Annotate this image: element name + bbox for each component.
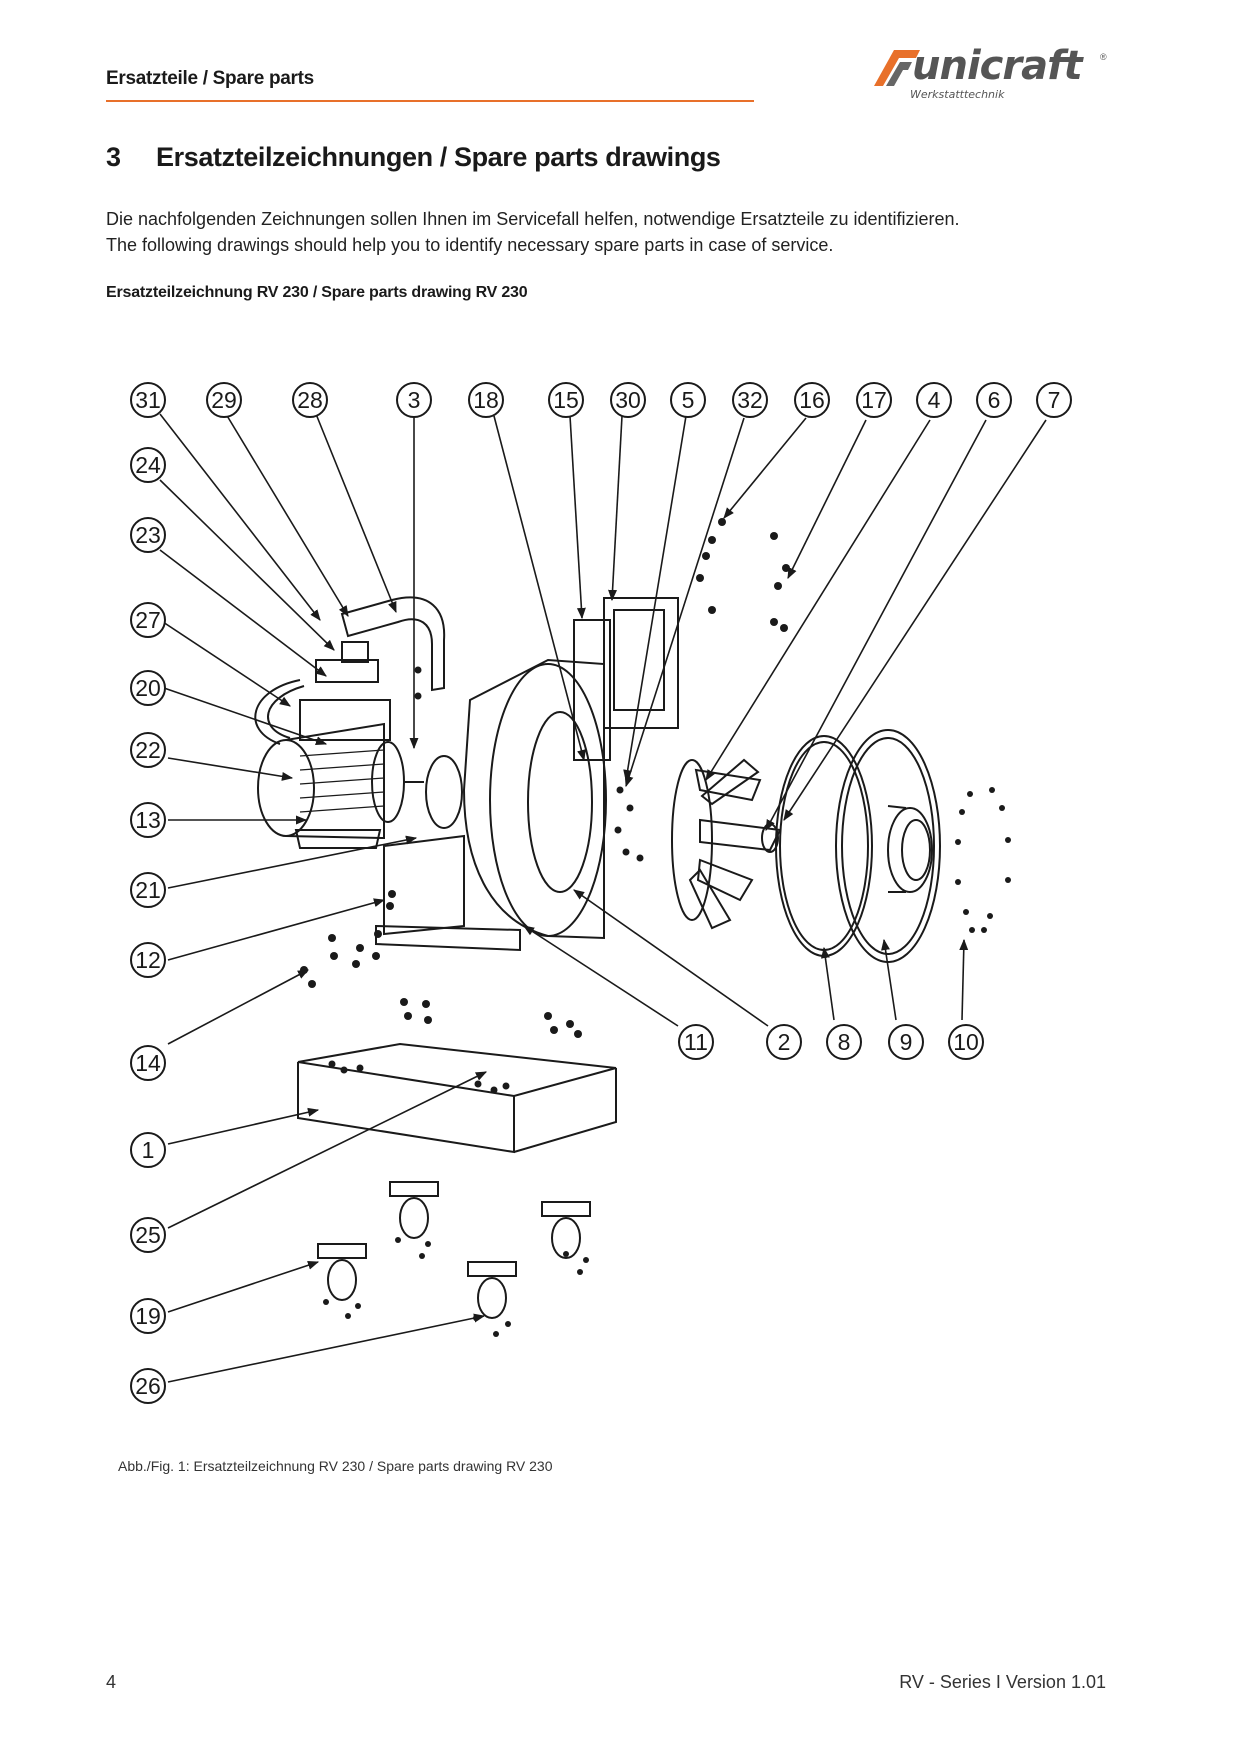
callout-21: 21 [135,877,161,903]
callout-1: 1 [142,1137,155,1163]
callout-2: 2 [778,1029,791,1055]
logo-subtitle: Werkstatttechnik [910,88,1005,101]
logo-mark-icon [874,50,920,86]
callout-32: 32 [737,387,763,413]
callout-24: 24 [135,452,161,478]
callout-18: 18 [473,387,499,413]
callout-17: 17 [861,387,887,413]
callout-16: 16 [799,387,825,413]
intro-text-en: The following drawings should help you t… [106,235,834,255]
callout-19: 19 [135,1303,161,1329]
callout-3: 3 [408,387,421,413]
callout-14: 14 [135,1050,161,1076]
section-heading: 3 Ersatzteilzeichnungen / Spare parts dra… [106,142,721,173]
callout-30: 30 [615,387,641,413]
intro-paragraph: Die nachfolgenden Zeichnungen sollen Ihn… [106,206,1106,258]
callout-25: 25 [135,1222,161,1248]
brand-logo: unicraft ® Werkstatttechnik [872,46,1112,106]
figure-caption: Abb./Fig. 1: Ersatzteilzeichnung RV 230 … [118,1458,553,1474]
callout-20: 20 [135,675,161,701]
callout-8: 8 [838,1029,851,1055]
logo-wordmark: unicraft [912,43,1083,89]
logo-registered-mark: ® [1100,52,1107,62]
callout-11: 11 [684,1029,708,1055]
callout-9: 9 [900,1029,913,1055]
callout-23: 23 [135,522,161,548]
callout-7: 7 [1048,387,1061,413]
callout-12: 12 [135,947,161,973]
fasteners [300,518,1011,1337]
section-number: 3 [106,142,121,172]
header-divider [106,100,754,102]
callout-31: 31 [135,387,161,413]
callout-4: 4 [928,387,941,413]
callout-6: 6 [988,387,1001,413]
callout-labels: 31 29 28 3 18 15 30 5 32 16 17 4 6 7 24 … [135,387,1060,1399]
leader-lines [159,413,1047,1383]
callout-circles [130,382,1072,1404]
page-number: 4 [106,1672,117,1692]
section-title: Ersatzteilzeichnungen / Spare parts draw… [156,142,721,172]
callout-27: 27 [135,607,161,633]
intro-text-de: Die nachfolgenden Zeichnungen sollen Ihn… [106,209,960,229]
callout-13: 13 [135,807,161,833]
document-version: RV - Series I Version 1.01 [899,1672,1106,1692]
callout-29: 29 [211,387,237,413]
callout-5: 5 [682,387,695,413]
callout-10: 10 [953,1029,979,1055]
header-section-label: Ersatzteile / Spare parts [106,68,314,89]
parts-artwork [254,596,941,1319]
callout-15: 15 [553,387,579,413]
callout-22: 22 [135,737,161,763]
callout-28: 28 [297,387,323,413]
callout-26: 26 [135,1373,161,1399]
drawing-title: Ersatzteilzeichnung RV 230 / Spare parts… [106,284,528,301]
